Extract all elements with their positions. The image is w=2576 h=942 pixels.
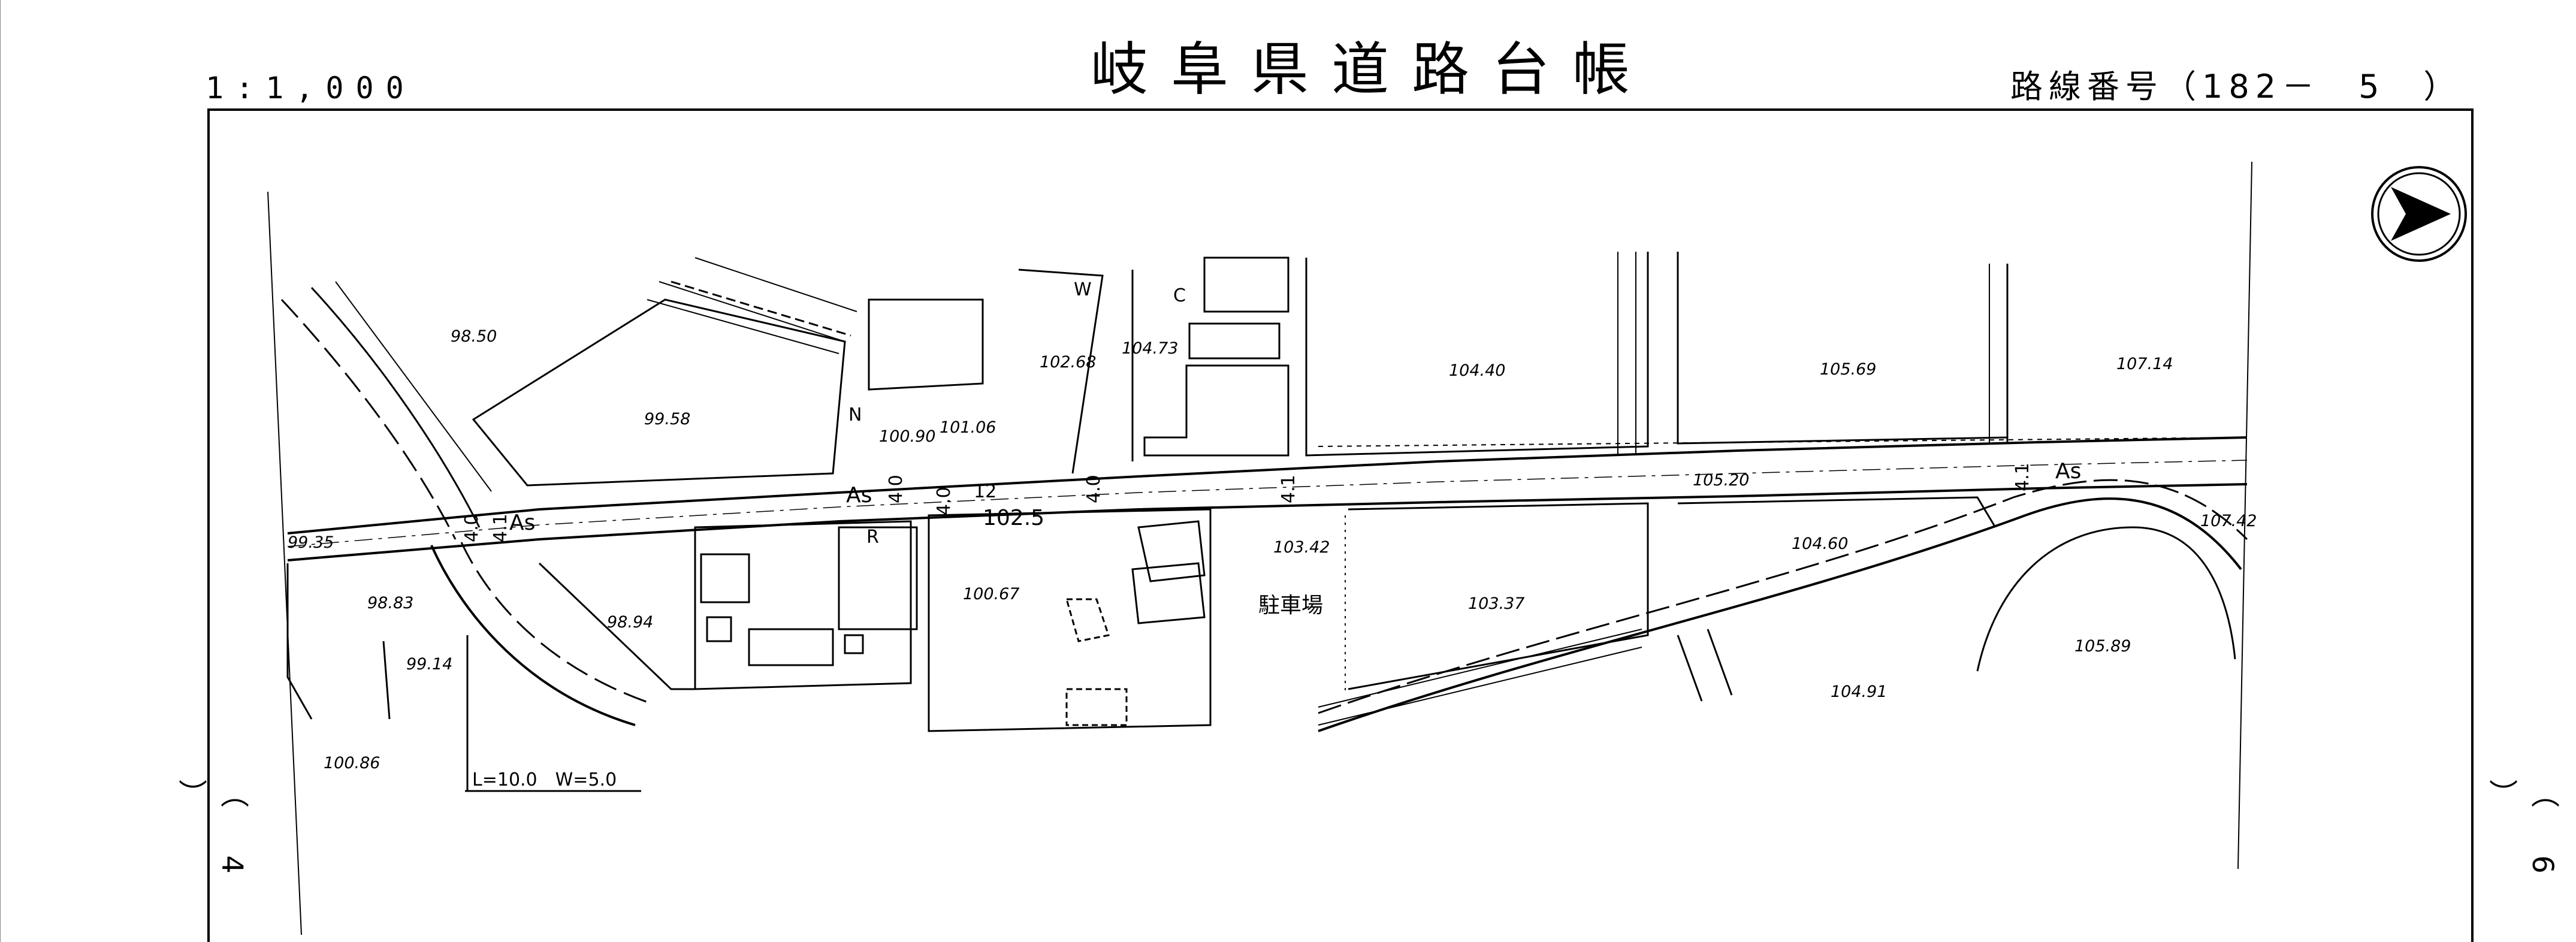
elevation-label: 100.86 bbox=[324, 754, 380, 772]
elevation-label: 101.06 bbox=[940, 418, 996, 437]
elevation-label: 104.40 bbox=[1449, 361, 1505, 380]
north-arrow-icon bbox=[2371, 166, 2467, 262]
map-symbol: C bbox=[1173, 285, 1186, 306]
right-curved-road bbox=[1318, 479, 2248, 732]
elevation-label: 104.60 bbox=[1792, 535, 1848, 553]
elevation-label: 103.37 bbox=[1468, 594, 1524, 613]
map-symbol: W bbox=[1074, 279, 1092, 300]
map-frame bbox=[207, 108, 2474, 942]
elevation-label: 105.69 bbox=[1820, 360, 1876, 379]
culvert-note: L=10.0 W=5.0 bbox=[472, 769, 617, 790]
width-mark: 4.0 bbox=[461, 514, 482, 542]
elevation-label: 107.42 bbox=[2200, 512, 2257, 530]
elevation-label: 102.68 bbox=[1040, 353, 1096, 372]
page-title: 岐阜県道路台帳 bbox=[1091, 36, 1653, 103]
lower-left-ramp bbox=[280, 281, 654, 726]
elevation-label: 100.67 bbox=[963, 585, 1019, 603]
elevation-label: 104.73 bbox=[1122, 339, 1178, 358]
adjacent-sheet-left: （ 4 ） bbox=[173, 779, 249, 893]
elevation-label: 98.50 bbox=[451, 327, 497, 346]
parcel-boundaries bbox=[286, 252, 2009, 792]
road-center-value: 102.5 bbox=[983, 506, 1044, 530]
elevation-label: 99.14 bbox=[406, 655, 452, 674]
buildings bbox=[700, 256, 1289, 726]
width-mark: 4.0 bbox=[934, 487, 955, 515]
width-mark: 4.0 bbox=[1083, 475, 1104, 503]
route-number: 路線番号（182－ 5 ） bbox=[2010, 68, 2462, 105]
elevation-label: 105.89 bbox=[2074, 637, 2131, 656]
map-scale: 1:1,000 bbox=[206, 71, 416, 105]
elevation-label: 99.58 bbox=[644, 410, 690, 428]
elevation-label: 98.94 bbox=[607, 613, 653, 632]
road-type-label: As bbox=[846, 483, 872, 508]
road-type-label: As bbox=[509, 511, 535, 535]
width-mark: 12 bbox=[974, 481, 996, 502]
match-line-right bbox=[2237, 161, 2252, 869]
elevation-label: 104.91 bbox=[1831, 683, 1887, 701]
map-symbol: R bbox=[866, 527, 879, 548]
road-type-label: As bbox=[2055, 459, 2081, 484]
width-mark: 4.1 bbox=[1278, 475, 1299, 503]
adjacent-sheet-right: （ 6 ） bbox=[2484, 779, 2559, 893]
elevation-label: 99.35 bbox=[288, 533, 334, 552]
width-mark: 4.0 bbox=[886, 475, 907, 503]
elevation-label: 107.14 bbox=[2116, 355, 2173, 373]
elevation-label: 103.42 bbox=[1273, 538, 1330, 557]
match-line-left bbox=[267, 191, 302, 935]
map-symbol: N bbox=[848, 404, 862, 425]
retaining-walls bbox=[647, 252, 1990, 726]
width-mark: 4.1 bbox=[490, 514, 511, 542]
width-mark: 4.1 bbox=[2012, 463, 2033, 491]
elevation-label: 100.90 bbox=[879, 427, 935, 446]
elevation-label: 105.20 bbox=[1693, 471, 1749, 490]
elevation-label: 98.83 bbox=[367, 594, 413, 612]
parking-label: 駐車場 bbox=[1258, 593, 1323, 618]
